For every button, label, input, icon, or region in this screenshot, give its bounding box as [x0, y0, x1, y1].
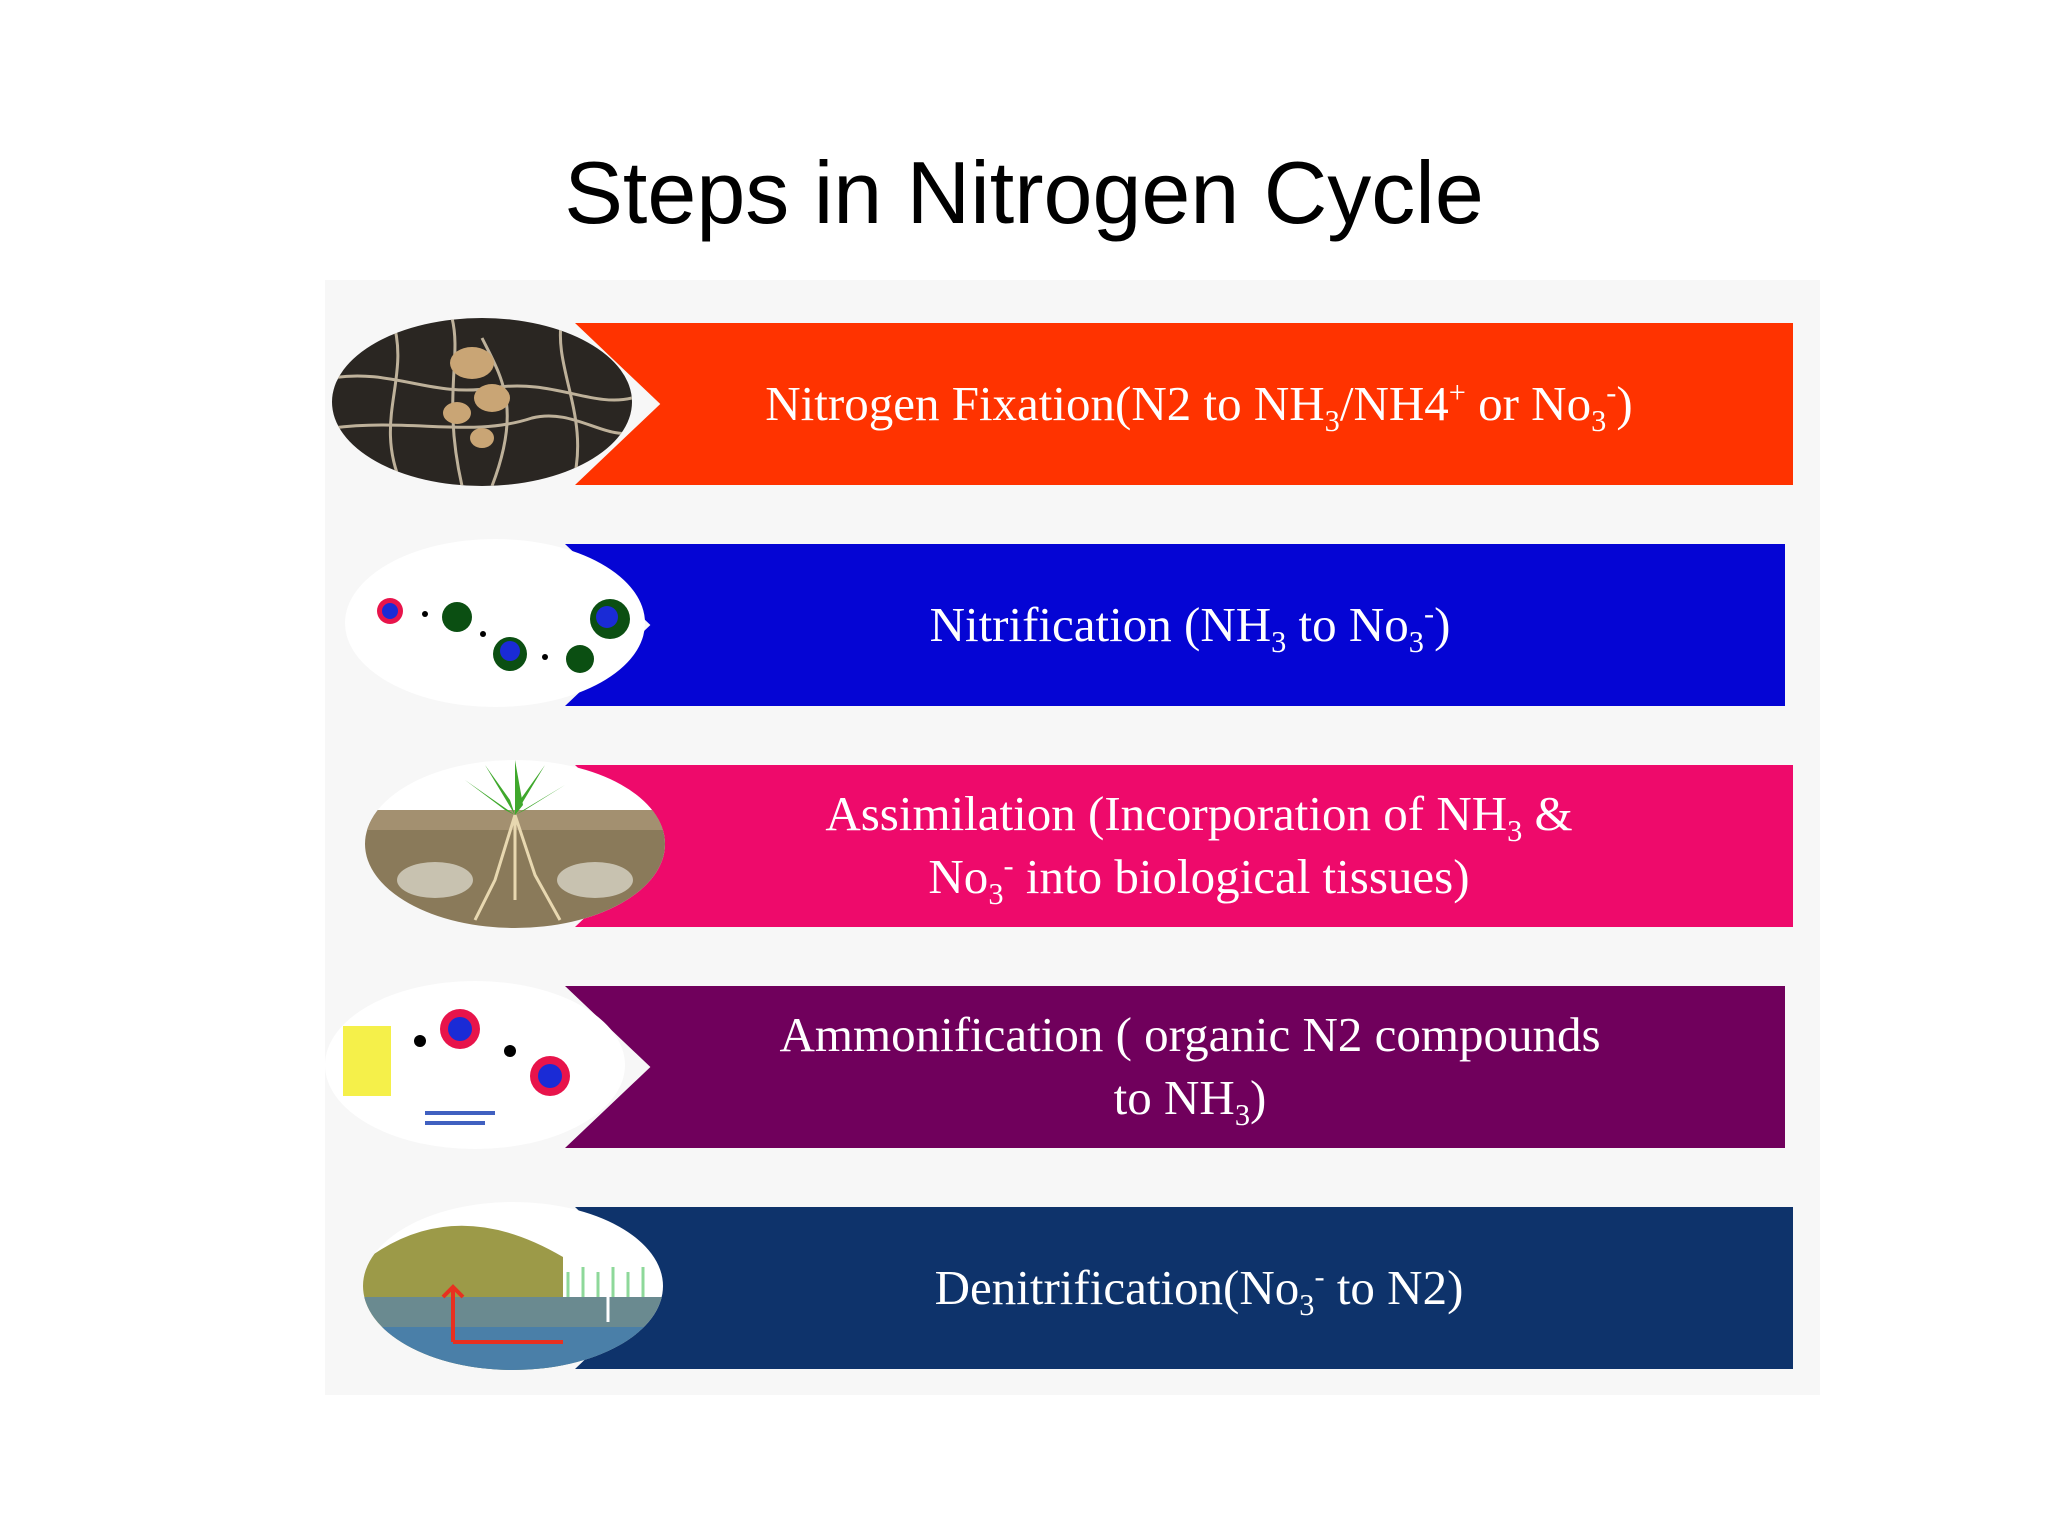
nitrification-label: Nitrification (NH3 to No3-) — [930, 594, 1451, 657]
assimilation-label: Assimilation (Incorporation of NH3 &No3-… — [825, 783, 1572, 908]
step-denitrification: Denitrification(No3- to N2) — [325, 1200, 1820, 1370]
plant-roots-nodules-icon — [332, 318, 632, 486]
nitrogen-fixation-label: Nitrogen Fixation(N2 to NH3/NH4+ or No3-… — [765, 373, 1632, 436]
denitrification-label: Denitrification(No3- to N2) — [935, 1257, 1464, 1320]
step-assimilation: Assimilation (Incorporation of NH3 &No3-… — [325, 758, 1820, 928]
ammonification-molecules-icon — [325, 981, 625, 1149]
assimilation-banner: Assimilation (Incorporation of NH3 &No3-… — [575, 765, 1793, 927]
step-nitrogen-fixation: Nitrogen Fixation(N2 to NH3/NH4+ or No3-… — [325, 316, 1820, 486]
denitrification-banner: Denitrification(No3- to N2) — [575, 1207, 1793, 1369]
nitrification-banner: Nitrification (NH3 to No3-) — [565, 544, 1785, 706]
nitrogen-fixation-banner: Nitrogen Fixation(N2 to NH3/NH4+ or No3-… — [575, 323, 1793, 485]
nitrification-molecules-icon — [345, 539, 645, 707]
nitrogen-cycle-figure: Nitrogen Fixation(N2 to NH3/NH4+ or No3-… — [325, 280, 1820, 1395]
plant-in-soil-icon — [365, 760, 665, 928]
slide-title: Steps in Nitrogen Cycle — [0, 140, 2048, 246]
soil-water-cross-section-icon — [363, 1202, 663, 1370]
step-nitrification: Nitrification (NH3 to No3-) — [325, 537, 1820, 707]
